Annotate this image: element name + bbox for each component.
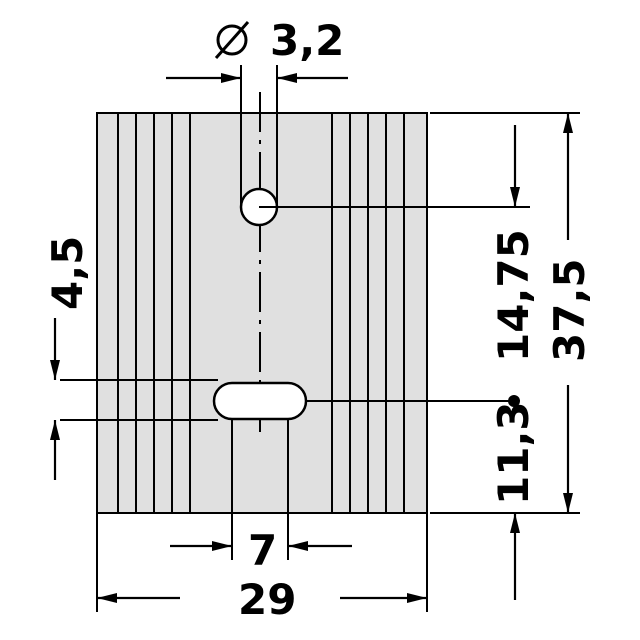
fins-right xyxy=(331,113,405,513)
hole-diameter-dimension xyxy=(166,65,348,205)
slot-length-label: 7 xyxy=(248,526,277,575)
hole-from-top-label: 14,75 xyxy=(489,229,538,362)
mounting-slot xyxy=(212,381,308,421)
total-height-label: 37,5 xyxy=(545,258,594,362)
hole-diameter-label: 3,2 xyxy=(270,16,344,65)
slot-offset-label: 4,5 xyxy=(43,236,92,310)
heatsink-body xyxy=(96,112,428,514)
height-dimensions xyxy=(306,112,580,600)
total-width-dimension xyxy=(96,513,428,612)
slot-length-dimension xyxy=(170,419,352,560)
slot-offset-dimension xyxy=(50,318,218,480)
fins-left xyxy=(117,113,191,513)
slot-from-bottom-label: 11,3 xyxy=(489,401,538,505)
total-width-label: 29 xyxy=(238,575,296,624)
diameter-symbol-icon xyxy=(214,21,250,59)
